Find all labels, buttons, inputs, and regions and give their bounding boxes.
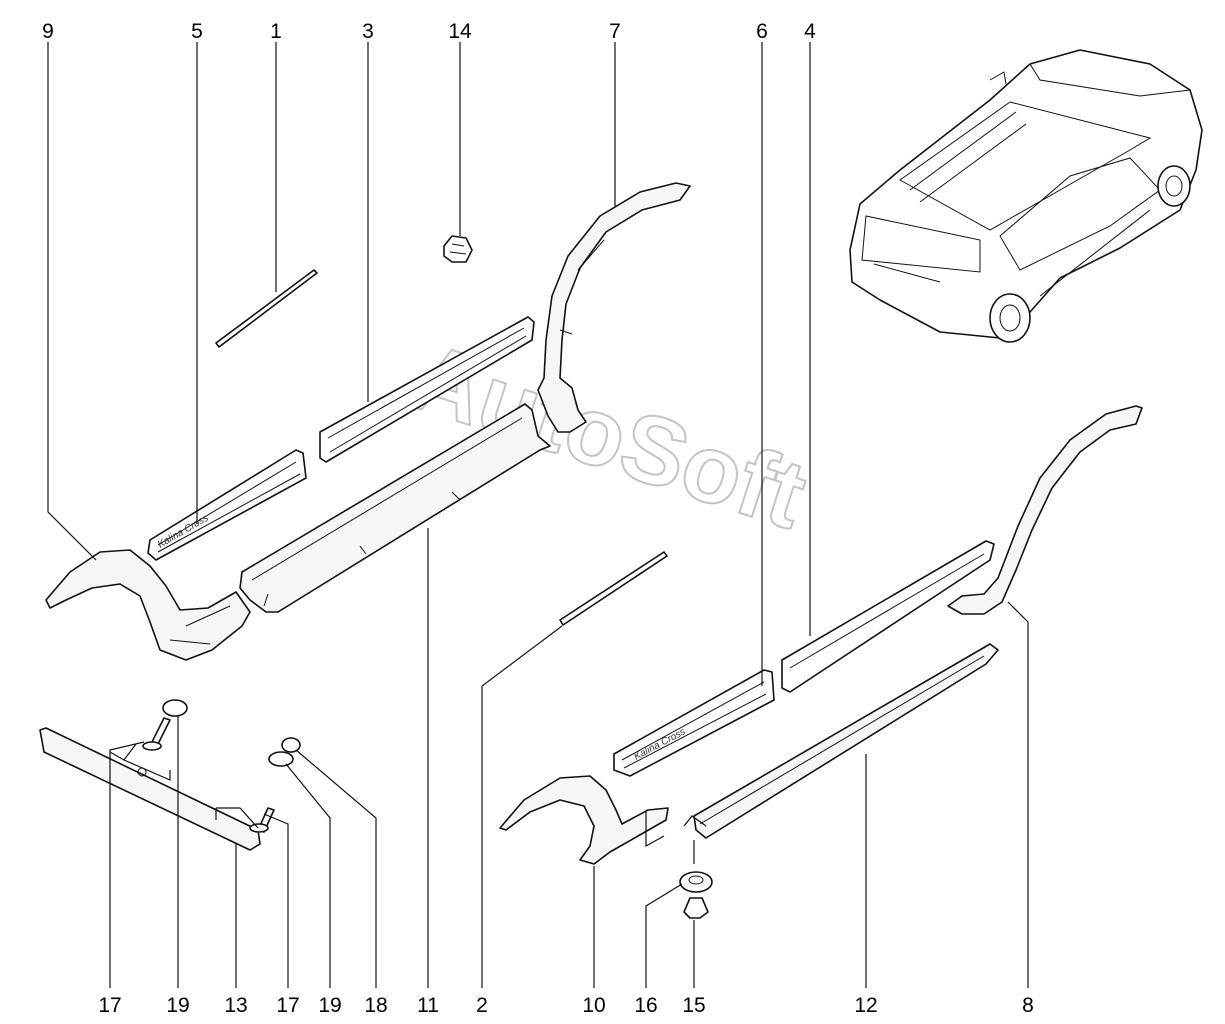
callout-2: 2 xyxy=(476,994,488,1017)
callout-17-b: 17 xyxy=(276,994,299,1017)
part-10-front-right-arch xyxy=(499,775,669,865)
callout-19-a: 19 xyxy=(166,994,189,1017)
part-1-molding-strip xyxy=(215,269,318,348)
part-16-flange-nut xyxy=(679,871,713,893)
callout-3: 3 xyxy=(362,20,374,43)
part-11-left-sill xyxy=(239,403,551,613)
part-14-clip xyxy=(443,235,473,263)
callout-1: 1 xyxy=(270,20,282,43)
callout-6: 6 xyxy=(756,20,768,43)
part-12-right-sill xyxy=(693,643,999,839)
part-8-rear-right-wheel-arch xyxy=(947,405,1143,615)
callout-8: 8 xyxy=(1022,994,1034,1017)
part-19-washer xyxy=(162,699,294,767)
callout-14: 14 xyxy=(448,20,472,43)
callout-16: 16 xyxy=(634,994,657,1017)
part-4-right-front-door-molding xyxy=(781,540,995,693)
callout-5: 5 xyxy=(191,20,203,43)
part-7-front-wheel-arch xyxy=(537,182,691,433)
part-3-front-door-molding xyxy=(319,316,535,463)
callouts-top: 9 5 1 3 14 7 6 4 xyxy=(42,20,816,43)
callouts-bottom: 17 19 13 17 19 18 11 2 10 16 15 12 8 xyxy=(98,994,1034,1017)
part-18-nut xyxy=(281,737,301,753)
callout-19-b: 19 xyxy=(318,994,341,1017)
callout-13: 13 xyxy=(224,994,247,1017)
part-2-molding-strip xyxy=(559,551,668,626)
part-17-bolt xyxy=(142,717,275,833)
callout-11: 11 xyxy=(417,994,439,1017)
callout-10: 10 xyxy=(582,994,605,1017)
callout-7: 7 xyxy=(609,20,621,43)
callout-9: 9 xyxy=(42,20,54,43)
part-15-cap xyxy=(683,897,709,919)
callout-15: 15 xyxy=(682,994,705,1017)
callout-4: 4 xyxy=(804,20,816,43)
callout-17-a: 17 xyxy=(98,994,121,1017)
part-9-rear-wheel-arch xyxy=(45,549,251,661)
callout-12: 12 xyxy=(854,994,877,1017)
car-thumbnail xyxy=(849,49,1203,343)
leader-lines xyxy=(47,42,1029,988)
part-6-right-rear-door-molding: Kalina Cross xyxy=(613,669,775,777)
callout-18: 18 xyxy=(364,994,387,1017)
part-5-rear-door-molding: Kalina Cross xyxy=(147,449,307,561)
